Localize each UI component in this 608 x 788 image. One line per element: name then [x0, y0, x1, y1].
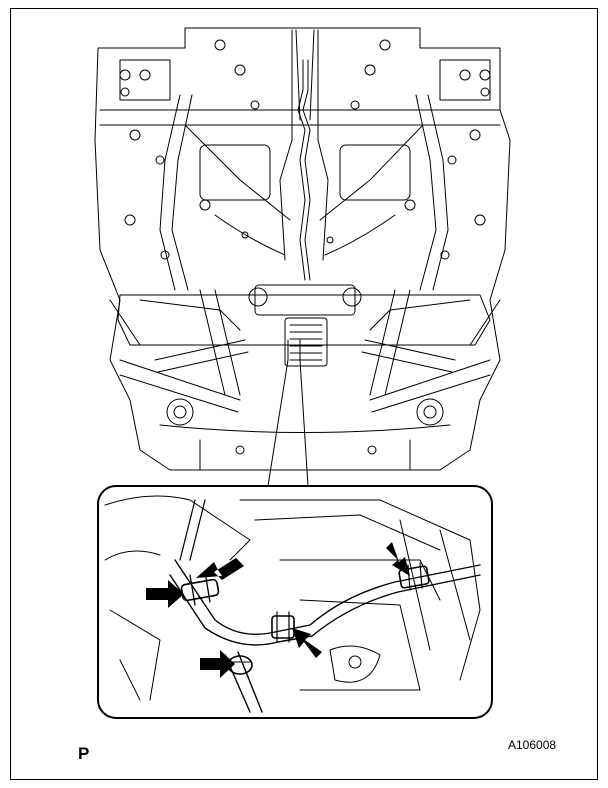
arrow-clamp3	[386, 542, 410, 576]
callout-arrows	[146, 542, 410, 678]
detail-inset	[104, 495, 481, 713]
arrow-clamp1-left	[146, 580, 184, 608]
arrow-clamp2	[292, 628, 322, 658]
figure-code-label: A106008	[508, 738, 557, 752]
detail-inset-frame	[97, 485, 493, 719]
arrow-clamp1-upper	[196, 558, 244, 580]
underbody-overview	[94, 27, 511, 487]
arrow-grommet	[200, 650, 235, 678]
view-mark-label: P	[78, 744, 90, 763]
